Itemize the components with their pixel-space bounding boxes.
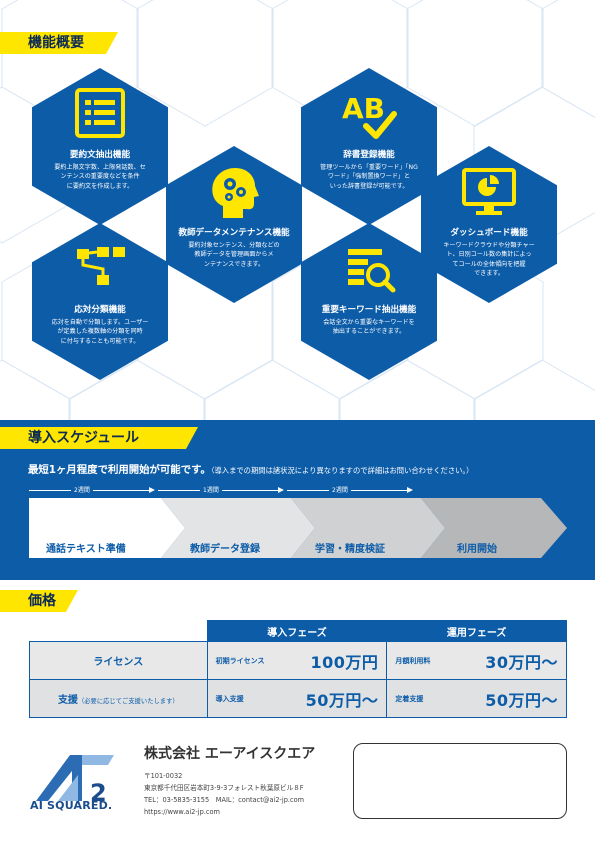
- svg-text:AB: AB: [342, 92, 385, 125]
- step-arrow-3: [291, 498, 445, 558]
- feature-title: 辞書登録機能: [343, 150, 395, 160]
- step-arrow-2: [161, 498, 315, 558]
- step-arrow-1: [29, 498, 185, 558]
- duration-3: 2週間: [287, 485, 413, 495]
- feature-hex-keyword: 重要キーワード抽出機能 会話全文から重要なキーワードを 抽出することができます。: [301, 223, 437, 380]
- company-address: 〒101-0032 東京都千代田区岩本町3-9-3フォレスト秋葉原ビル８F TE…: [144, 771, 304, 818]
- step-label-4: 利用開始: [457, 544, 497, 555]
- ab-check-icon: AB: [342, 92, 397, 139]
- phase-ops-header: 運用フェーズ: [386, 620, 567, 642]
- feature-hex-dictionary: AB 辞書登録機能 管理ツールから「重要ワード」「NG ワード」「強制置換ワード…: [301, 68, 437, 225]
- price-section-title: 価格: [0, 590, 78, 612]
- step-label-1: 通話テキスト準備: [46, 544, 126, 555]
- feature-desc: 応対を自動で分類します。ユーザー が定義した複数軸の分類を同時 に付与することも…: [51, 319, 149, 345]
- svg-text:2: 2: [90, 779, 107, 807]
- feature-title: ダッシュボード機能: [450, 228, 528, 238]
- schedule-arrows: [29, 498, 567, 558]
- row-label: 支援（必要に応じてご支援いたします）: [29, 679, 208, 718]
- phase-intro-header: 導入フェーズ: [206, 620, 388, 642]
- feature-title: 重要キーワード抽出機能: [321, 305, 417, 315]
- feature-desc: キーワードクラウドや分類チャー ト、日別コール数の集計によっ てコールの全体傾向…: [443, 242, 535, 278]
- stamp-box: [353, 743, 567, 819]
- company-url[interactable]: https://www.ai2-jp.com: [144, 807, 220, 816]
- feature-desc: 要約対象センテンス、分類などの 教師データを管理画面からメ ンテナンスできます。: [188, 242, 280, 268]
- footer: 2 AI SQUARED. 株式会社 エーアイスクエア 〒101-0032 東京…: [0, 735, 595, 842]
- list-document-icon: [75, 88, 125, 138]
- feature-title: 教師データメンテナンス機能: [178, 228, 290, 238]
- feature-desc: 管理ツールから「重要ワード」「NG ワード」「強制置換ワード」と いった辞書登録…: [320, 164, 418, 190]
- row-label: ライセンス: [29, 641, 208, 680]
- feature-title: 応対分類機能: [74, 305, 126, 315]
- schedule-section: 導入スケジュール 最短1ヶ月程度で利用開始が可能です。（導入までの期間は諸状況に…: [0, 420, 595, 580]
- feature-desc: 会話全文から重要なキーワードを 抽出することができます。: [323, 319, 415, 336]
- step-label-2: 教師データ登録: [190, 544, 260, 555]
- features-section: 機能概要 要約文抽出機能 要約上限文字数、上限発話数、セ ンテンスの重要度などを…: [0, 0, 595, 420]
- document-search-icon: [348, 249, 396, 293]
- feature-hex-classification: 応対分類機能 応対を自動で分類します。ユーザー が定義した複数軸の分類を同時 に…: [32, 223, 168, 380]
- duration-2: 1週間: [158, 485, 284, 495]
- features-section-title: 機能概要: [0, 32, 118, 54]
- head-gears-icon: [212, 168, 259, 218]
- feature-desc: 要約上限文字数、上限発話数、セ ンテンスの重要度などを条件 に要約文を作成します…: [54, 164, 146, 190]
- duration-1: 2週間: [29, 485, 155, 495]
- feature-hex-summary: 要約文抽出機能 要約上限文字数、上限発話数、セ ンテンスの重要度などを条件 に要…: [32, 68, 168, 225]
- company-logo: 2: [36, 755, 114, 807]
- schedule-headline: 最短1ヶ月程度で利用開始が可能です。（導入までの期間は諸状況により異なりますので…: [28, 464, 474, 476]
- step-label-3: 学習・精度検証: [315, 544, 385, 555]
- logo-wordmark: AI SQUARED.: [30, 799, 113, 812]
- company-name: 株式会社 エーアイスクエア: [144, 746, 316, 762]
- step-arrow-4: [421, 498, 567, 558]
- monitor-chart-icon: [462, 168, 516, 215]
- schedule-section-title: 導入スケジュール: [0, 427, 198, 449]
- feature-hex-teacher-data: 教師データメンテナンス機能 要約対象センテンス、分類などの 教師データを管理画面…: [166, 146, 302, 303]
- flow-blocks-icon: [77, 247, 125, 285]
- feature-title: 要約文抽出機能: [69, 150, 131, 160]
- feature-hex-dashboard: ダッシュボード機能 キーワードクラウドや分類チャー ト、日別コール数の集計によっ…: [421, 146, 557, 303]
